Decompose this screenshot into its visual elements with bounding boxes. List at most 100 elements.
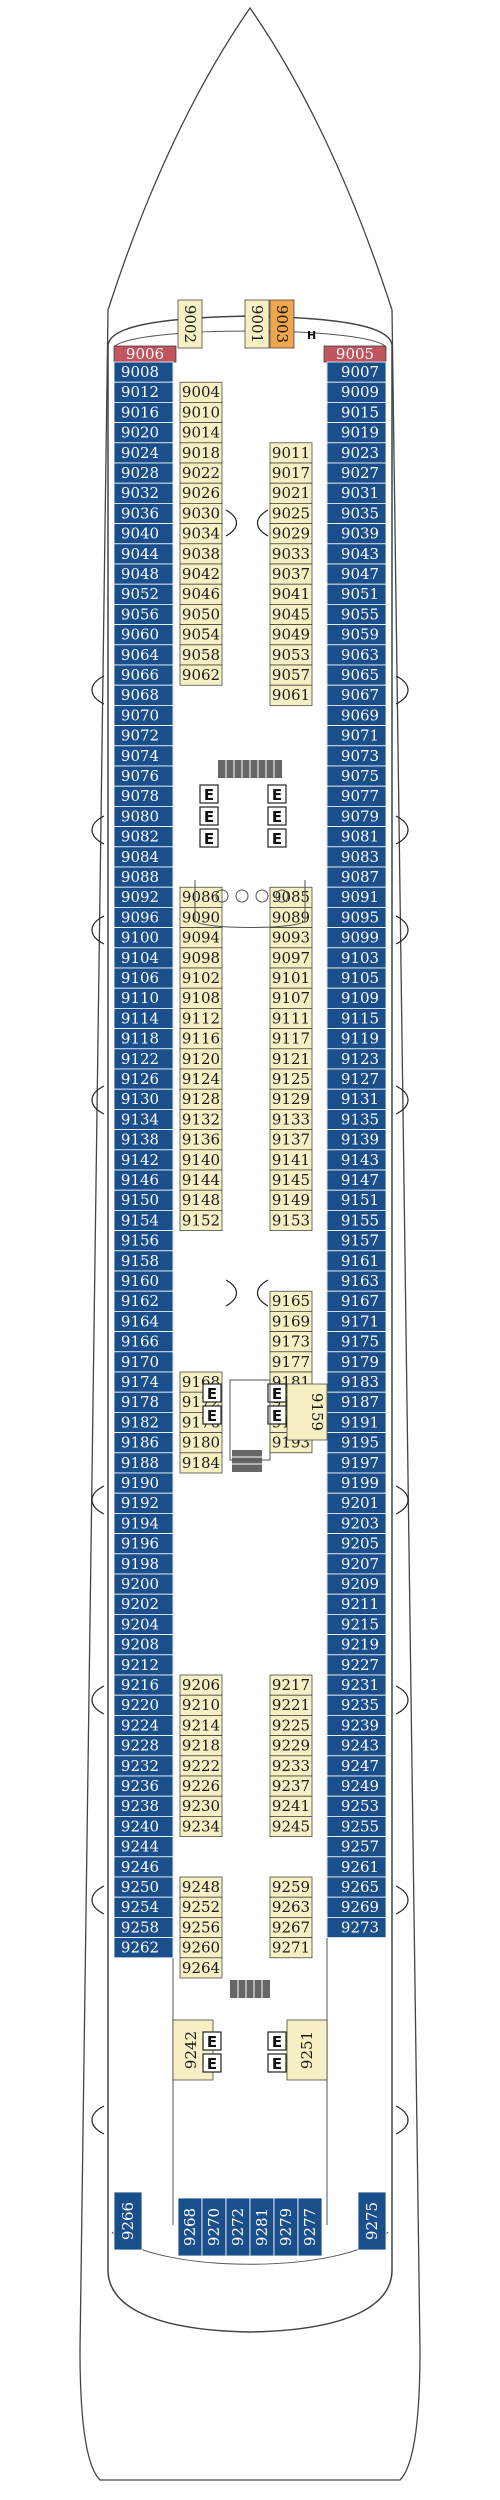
cabin-label: 9161 bbox=[341, 1252, 379, 1270]
cabin-9251 bbox=[286, 2019, 328, 2081]
cabin-label: 9105 bbox=[341, 969, 379, 987]
cabin-9279 bbox=[273, 2197, 299, 2257]
cabin-label: 9007 bbox=[341, 363, 379, 381]
cabin-label: 9088 bbox=[121, 868, 159, 886]
cabin-label: 9106 bbox=[121, 969, 159, 987]
cabin-label: 9199 bbox=[341, 1474, 379, 1492]
cabin-9002 bbox=[177, 299, 203, 349]
cabin-label: 9150 bbox=[121, 1191, 159, 1209]
cabin-label: 9059 bbox=[341, 626, 379, 644]
cabin-label: 9136 bbox=[182, 1131, 220, 1149]
cabin-label: 9250 bbox=[121, 1878, 159, 1896]
cabin-label: 9155 bbox=[341, 1211, 379, 1229]
cabin-label: 9192 bbox=[121, 1494, 159, 1512]
cabin-label: 9200 bbox=[121, 1575, 159, 1593]
cabin-label: 9259 bbox=[272, 1878, 310, 1896]
cabin-label: 9163 bbox=[341, 1272, 379, 1290]
stair-landing bbox=[229, 1379, 271, 1461]
cabin-label: 9247 bbox=[341, 1757, 379, 1775]
cabin-label: 9195 bbox=[341, 1434, 379, 1452]
cabin-label: 9261 bbox=[341, 1858, 379, 1876]
cabin-label: 9131 bbox=[341, 1090, 379, 1108]
cabin-label: 9104 bbox=[121, 949, 159, 967]
cabin-label: 9039 bbox=[341, 525, 379, 543]
cabin-label: 9263 bbox=[272, 1898, 310, 1916]
cabin-label: 9120 bbox=[182, 1050, 220, 1068]
cabin-9003 bbox=[269, 299, 295, 349]
cabin-label: 9159 bbox=[308, 1393, 326, 1431]
cabin-label: 9091 bbox=[341, 888, 379, 906]
cabin-label: 9011 bbox=[272, 444, 310, 462]
cabin-label: 9230 bbox=[182, 1797, 220, 1815]
cabin-label: 9110 bbox=[121, 989, 159, 1007]
cabin-label: 9064 bbox=[121, 646, 159, 664]
cabin-label: 9140 bbox=[182, 1151, 220, 1169]
cabin-label: 9273 bbox=[341, 1918, 379, 1936]
cabin-label: 9142 bbox=[121, 1151, 159, 1169]
cabin-label: 9258 bbox=[121, 1918, 159, 1936]
stair-post bbox=[255, 889, 269, 903]
cabin-label: 9085 bbox=[272, 888, 310, 906]
cabin-label: 9277 bbox=[301, 2208, 319, 2246]
door-arc bbox=[395, 815, 409, 845]
cabin-label: 9053 bbox=[272, 646, 310, 664]
cabin-label: 9166 bbox=[121, 1333, 159, 1351]
cabin-label: 9217 bbox=[272, 1676, 310, 1694]
cabin-9001 bbox=[244, 299, 270, 349]
cabin-label: 9154 bbox=[121, 1211, 159, 1229]
cabin-label: 9225 bbox=[272, 1716, 310, 1734]
elevator-label: E bbox=[204, 808, 214, 826]
cabin-label: 9191 bbox=[341, 1413, 379, 1431]
door-arc bbox=[91, 2105, 105, 2135]
cabin-9061 bbox=[269, 684, 313, 706]
cabin-label: 9076 bbox=[121, 767, 159, 785]
cabin-label: 9133 bbox=[272, 1110, 310, 1128]
elevator-label: E bbox=[272, 2033, 282, 2051]
door-arc bbox=[225, 509, 238, 537]
elevator-icon bbox=[199, 828, 219, 848]
cabin-label: 9095 bbox=[341, 908, 379, 926]
cabin-label: 9137 bbox=[272, 1131, 310, 1149]
cabin-label: 9180 bbox=[182, 1434, 220, 1452]
cabin-label: 9003 bbox=[273, 305, 291, 343]
cabin-label: 9125 bbox=[272, 1070, 310, 1088]
cabin-label: 9260 bbox=[182, 1939, 220, 1957]
cabin-label: 9086 bbox=[182, 888, 220, 906]
cabin-label: 9041 bbox=[272, 585, 310, 603]
cabin-label: 9028 bbox=[121, 464, 159, 482]
cabin-label: 9221 bbox=[272, 1696, 310, 1714]
cabin-label: 9157 bbox=[341, 1232, 379, 1250]
cabin-label: 9072 bbox=[121, 727, 159, 745]
elevator-label: E bbox=[272, 830, 282, 848]
elevator-icon bbox=[267, 2031, 287, 2051]
elevator-label: E bbox=[204, 830, 214, 848]
cabin-label: 9265 bbox=[341, 1878, 379, 1896]
hull-outline bbox=[79, 6, 421, 2481]
cabin-label: 9067 bbox=[341, 686, 379, 704]
cabin-label: 9190 bbox=[121, 1474, 159, 1492]
cabin-label: 9222 bbox=[182, 1757, 220, 1775]
cabin-label: 9031 bbox=[341, 484, 379, 502]
door-arc bbox=[395, 915, 409, 945]
cabin-label: 9226 bbox=[182, 1777, 220, 1795]
elevator-label: E bbox=[207, 1385, 217, 1403]
cabin-9262 bbox=[113, 1937, 174, 1959]
cabin-label: 9169 bbox=[272, 1312, 310, 1330]
cabin-9271 bbox=[269, 1937, 313, 1959]
central-stair bbox=[194, 880, 306, 928]
cabin-label: 9201 bbox=[341, 1494, 379, 1512]
cabin-label: 9044 bbox=[121, 545, 159, 563]
cabin-label: 9188 bbox=[121, 1454, 159, 1472]
cabin-label: 9015 bbox=[341, 403, 379, 421]
outside-port-cabins: 9008901290169020902490289032903690409044… bbox=[113, 361, 174, 1959]
cabin-label: 9115 bbox=[341, 1009, 379, 1027]
cabin-label: 9082 bbox=[121, 828, 159, 846]
door-arc bbox=[91, 1485, 105, 1515]
cabin-label: 9233 bbox=[272, 1757, 310, 1775]
cabin-label: 9249 bbox=[341, 1777, 379, 1795]
cabin-label: 9077 bbox=[341, 787, 379, 805]
staircase bbox=[232, 1450, 262, 1472]
cabin-9234 bbox=[179, 1816, 223, 1837]
